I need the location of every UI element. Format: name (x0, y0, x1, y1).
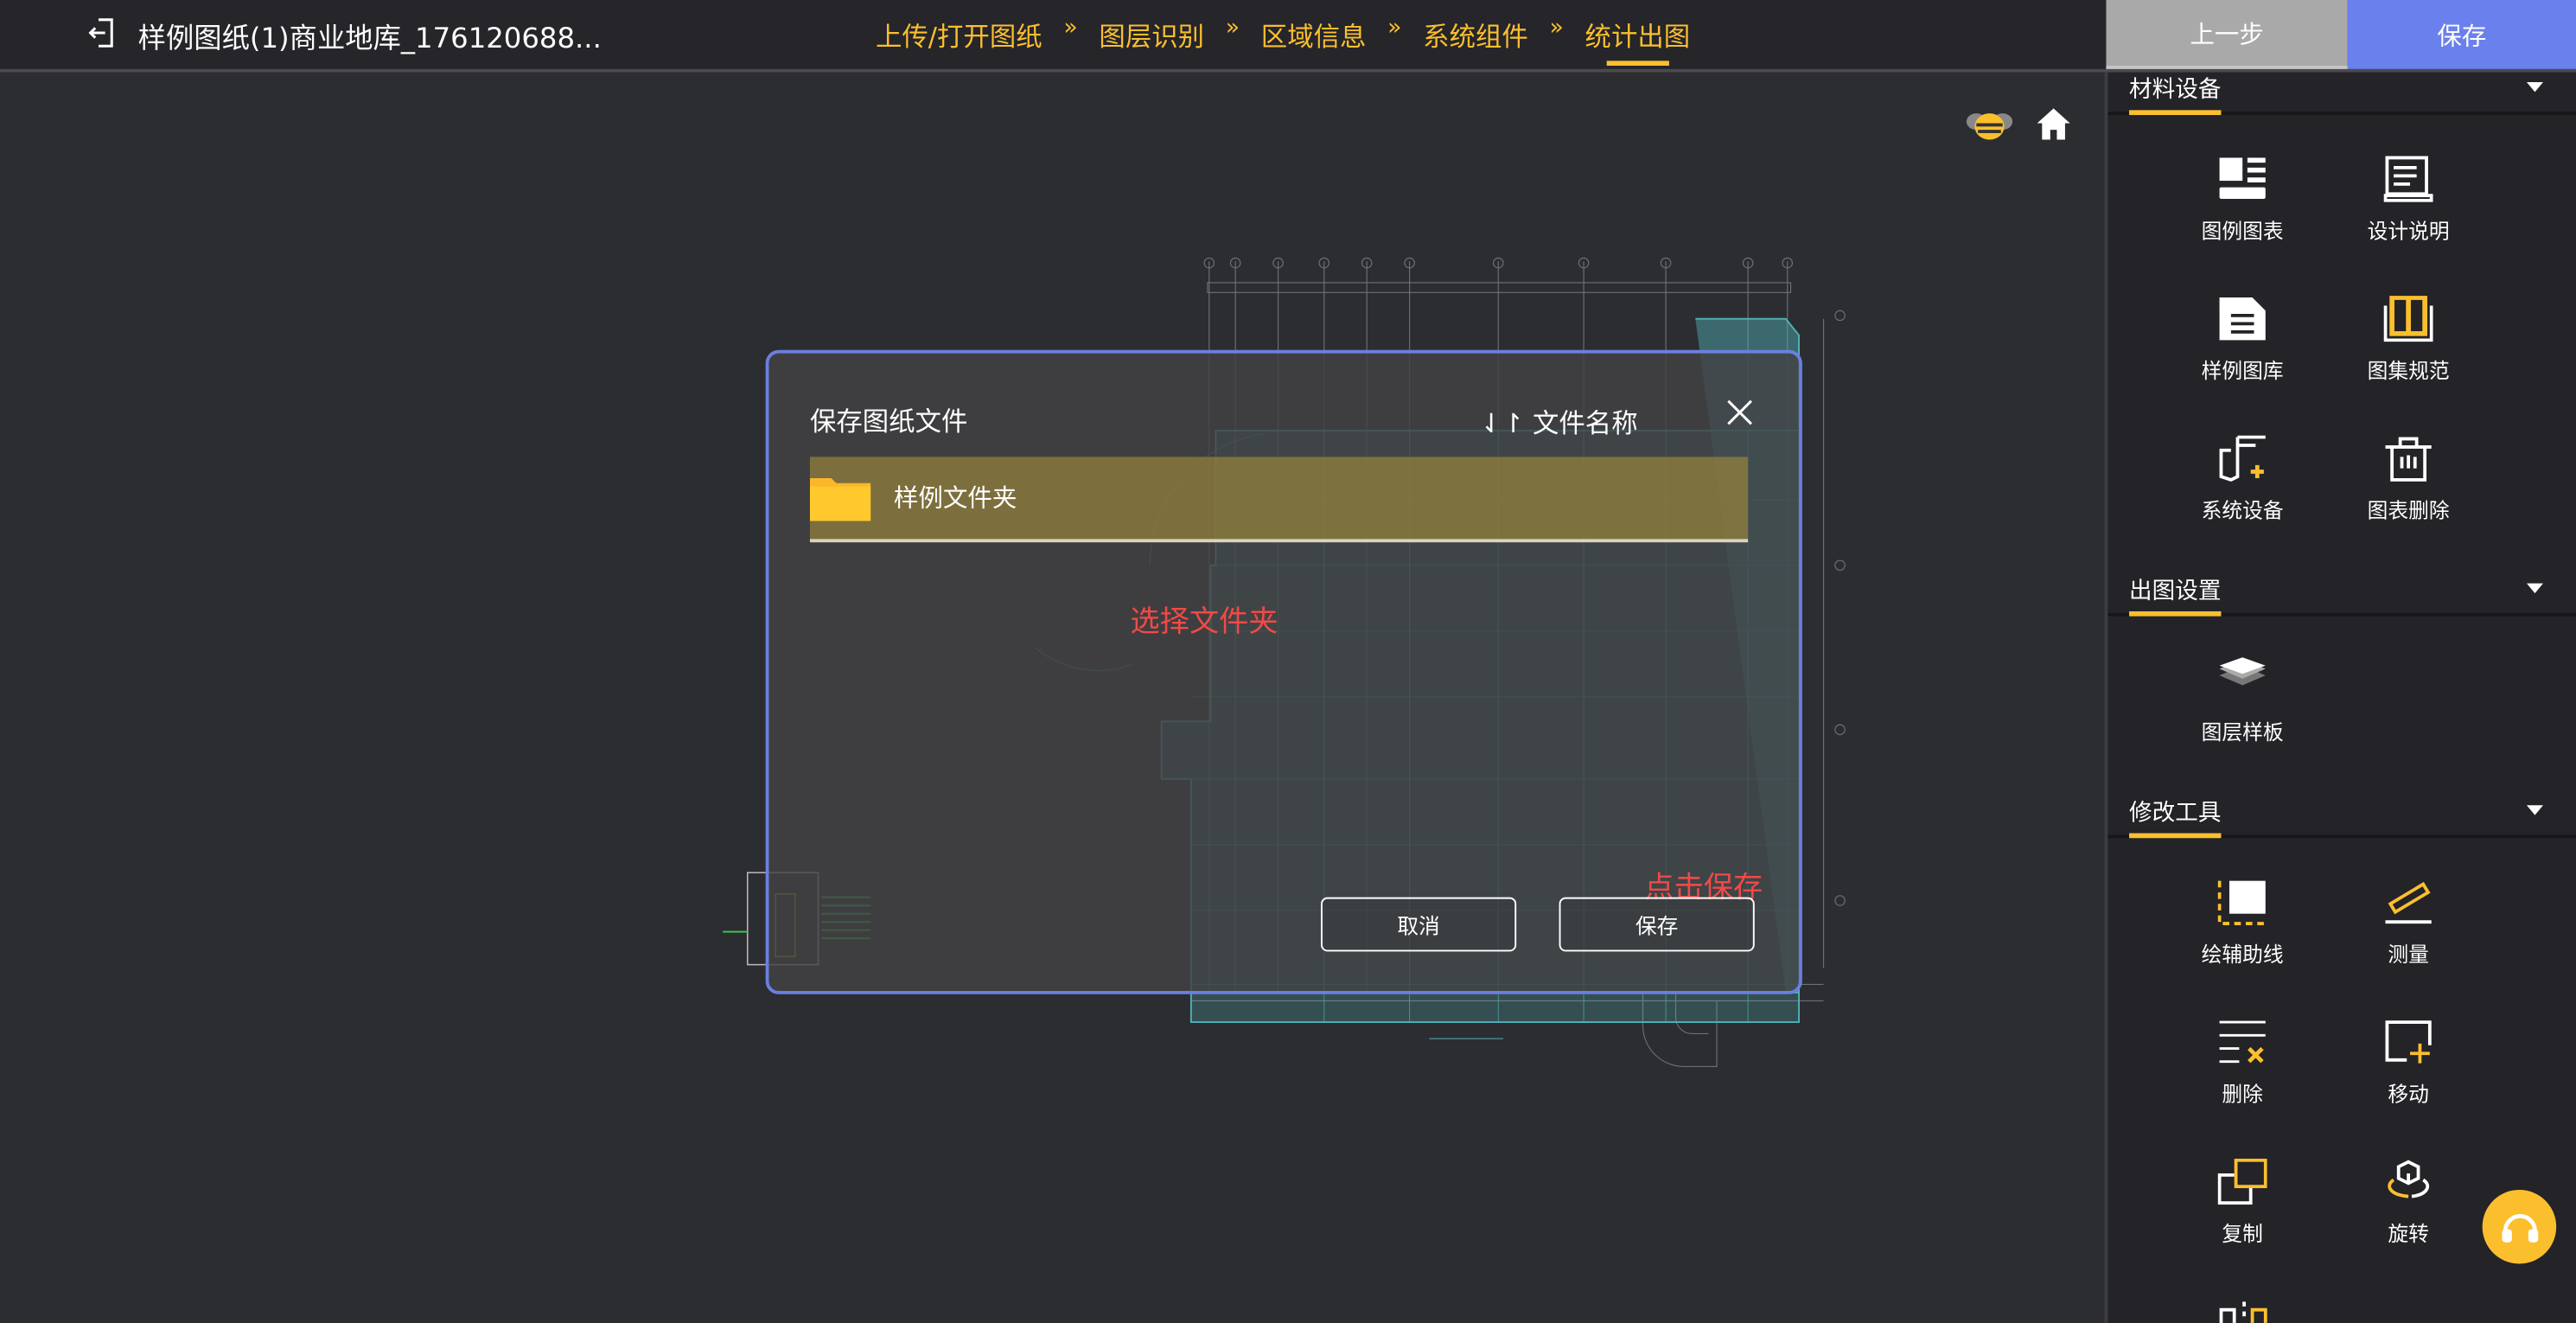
file-title: 样例图纸(1)商业地库_176120688... (137, 22, 602, 56)
rotate-icon (2388, 1160, 2430, 1198)
tool-delete[interactable]: 删除 (2160, 1019, 2324, 1108)
tool-label: 旋转 (2388, 1221, 2429, 1246)
caret-down-icon[interactable] (2526, 82, 2543, 93)
annotation-click-save: 点击保存 (1644, 871, 1763, 906)
tool-label: 图例图表 (2201, 218, 2284, 244)
tool-guide-line[interactable]: 绘辅助线 (2160, 879, 2324, 968)
step-upload[interactable]: 上传/打开图纸 (875, 21, 1043, 53)
dialog-save-button[interactable]: 保存 (1559, 897, 1755, 952)
design-note-icon (2383, 156, 2433, 202)
copy-icon (2217, 1158, 2267, 1205)
section-header-output-settings[interactable]: 出图设置 (2107, 573, 2576, 617)
tool-label: 测量 (2388, 941, 2429, 967)
tool-label: 样例图库 (2201, 358, 2284, 383)
folder-icon (809, 478, 871, 521)
tool-label: 删除 (2222, 1081, 2263, 1107)
tool-label: 复制 (2222, 1221, 2263, 1246)
sort-by-name-button[interactable]: ⇃↾ 文件名称 (1480, 401, 1637, 441)
previous-step-button[interactable]: 上一步 (2106, 0, 2348, 69)
tool-label: 移动 (2388, 1081, 2429, 1107)
caret-down-icon[interactable] (2526, 583, 2543, 594)
step-separator: » (1225, 15, 1240, 42)
sort-label: 文件名称 (1532, 407, 1638, 439)
layers-icon (2219, 657, 2266, 686)
exit-icon[interactable] (88, 18, 115, 48)
move-icon (2385, 1020, 2432, 1064)
book-icon (2383, 296, 2433, 342)
step-separator: » (1549, 15, 1564, 42)
step-separator: » (1387, 15, 1402, 42)
document-icon (2219, 297, 2266, 341)
tool-label: 绘辅助线 (2201, 941, 2284, 967)
step-breadcrumb: 上传/打开图纸 » 图层识别 » 区域信息 » 系统组件 » 统计出图 (875, 15, 1690, 67)
folder-name: 样例文件夹 (893, 483, 1017, 513)
customer-support-button[interactable] (2482, 1189, 2557, 1264)
save-button[interactable]: 保存 (2347, 0, 2576, 69)
tool-copy[interactable]: 复制 (2160, 1158, 2324, 1248)
tool-label: 系统设备 (2201, 497, 2284, 523)
cancel-button[interactable]: 取消 (1321, 897, 1517, 952)
bee-mascot-icon[interactable] (1963, 105, 2016, 145)
section-title: 出图设置 (2129, 573, 2222, 617)
step-statistics-output[interactable]: 统计出图 (1585, 15, 1690, 67)
tool-label: 图层样板 (2201, 719, 2284, 745)
trash-icon (2385, 437, 2432, 482)
ruler-icon (2385, 881, 2432, 924)
tool-atlas-standards[interactable]: 图集规范 (2326, 296, 2490, 385)
delete-lines-icon (2219, 1020, 2266, 1064)
tool-move[interactable]: 移动 (2326, 1019, 2490, 1108)
tool-measure[interactable]: 测量 (2326, 879, 2490, 968)
headset-icon (2501, 1213, 2538, 1242)
tool-label: 设计说明 (2367, 218, 2450, 244)
sort-icon: ⇃↾ (1480, 407, 1533, 439)
section-header-materials[interactable]: 材料设备 (2107, 73, 2576, 116)
save-drawing-dialog: 保存图纸文件 ⇃↾ 文件名称 样例文件夹 选择文件夹 点击保存 取消 保存 (765, 349, 1802, 994)
home-icon[interactable] (2036, 107, 2072, 142)
tool-design-note[interactable]: 设计说明 (2326, 156, 2490, 246)
legend-chart-icon (2219, 157, 2266, 199)
dialog-title: 保存图纸文件 (809, 406, 968, 438)
step-layer-recognition[interactable]: 图层识别 (1099, 21, 1205, 53)
step-system-components[interactable]: 系统组件 (1423, 21, 1528, 53)
close-icon[interactable] (1726, 399, 1753, 425)
section-title: 修改工具 (2129, 796, 2222, 839)
mirror-tool-icon[interactable] (2219, 1301, 2269, 1323)
step-separator: » (1063, 15, 1078, 42)
step-area-info[interactable]: 区域信息 (1260, 21, 1367, 53)
tool-chart-delete[interactable]: 图表删除 (2326, 436, 2490, 525)
tool-system-devices[interactable]: 系统设备 (2160, 435, 2324, 525)
section-title: 材料设备 (2129, 73, 2222, 116)
tool-layer-template[interactable]: 图层样板 (2160, 657, 2324, 746)
folder-list-item[interactable]: 样例文件夹 (809, 457, 1749, 543)
add-device-icon (2219, 435, 2266, 482)
tool-label: 图表删除 (2367, 497, 2450, 523)
section-header-modify-tools[interactable]: 修改工具 (2107, 796, 2576, 839)
tool-sample-library[interactable]: 样例图库 (2160, 296, 2324, 385)
tool-rotate[interactable]: 旋转 (2326, 1159, 2490, 1248)
guide-line-icon (2217, 880, 2266, 925)
annotation-select-folder: 选择文件夹 (1130, 604, 1278, 640)
tool-legend-chart[interactable]: 图例图表 (2160, 157, 2324, 246)
tool-label: 图集规范 (2367, 358, 2450, 383)
right-tool-panel: 材料设备 图例图表 设计说明 样例图库 图集规范 系统设备 图表删除 出图设置 … (2104, 72, 2576, 1323)
caret-down-icon[interactable] (2526, 805, 2543, 815)
